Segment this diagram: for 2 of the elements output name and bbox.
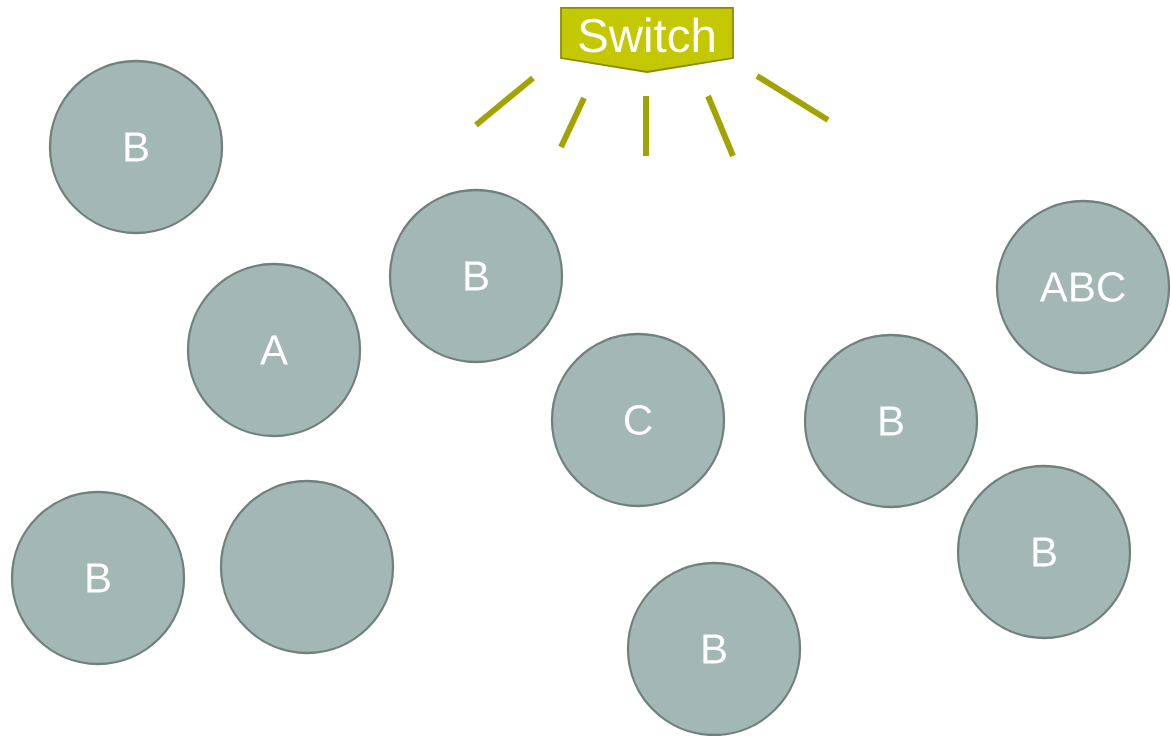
empty-circle xyxy=(219,479,395,655)
switch-banner: Switch xyxy=(560,7,734,73)
